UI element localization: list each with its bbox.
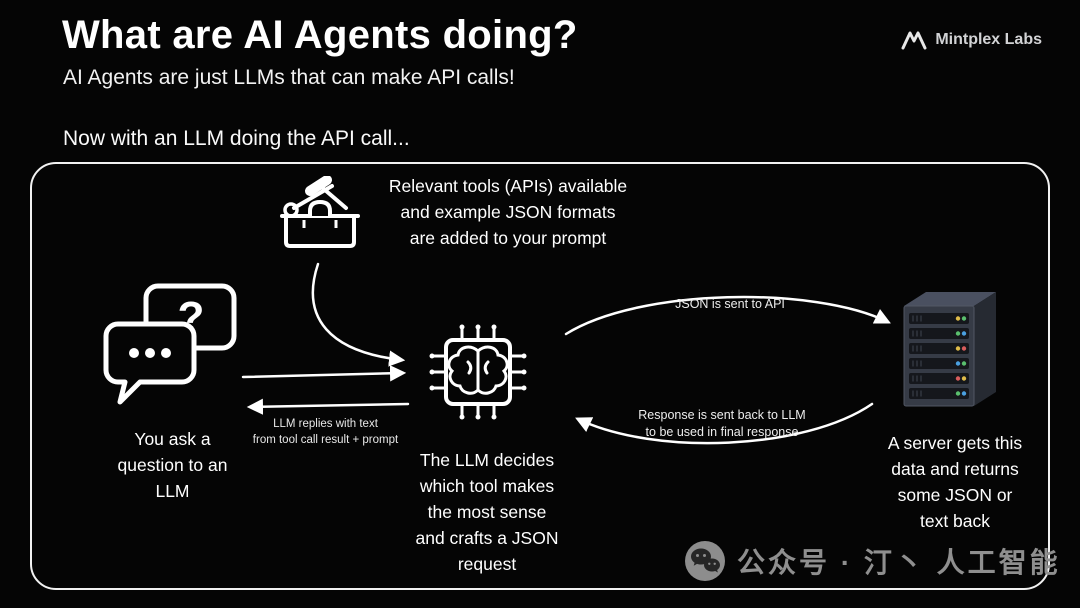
toolbox-icon [280,176,360,248]
page-subtitle: AI Agents are just LLMs that can make AP… [63,66,515,89]
chat-bubbles-icon: ? [103,283,237,405]
brand: Mintplex Labs [901,30,1042,50]
json-arrow-label: JSON is sent to API [675,297,785,311]
mintplex-logo-icon [901,31,927,50]
watermark: 公众号 · 汀丶 人工智能 [684,540,1061,582]
watermark-text: 公众号 · 汀丶 人工智能 [737,547,1061,578]
diagram-frame [30,162,1050,590]
wechat-icon [685,541,725,581]
user-caption: You ask a question to an LLM [117,429,228,501]
response-arrow-label: Response is sent back to LLM to be used … [638,408,806,439]
llm-caption: The LLM decides which tool makes the mos… [415,450,559,574]
reply-arrow-label: LLM replies with text from tool call res… [252,418,399,446]
server-caption: A server gets this data and returns some… [887,433,1023,531]
page-title: What are AI Agents doing? [62,13,578,57]
intro-line: Now with an LLM doing the API call... [63,127,410,150]
toolbox-note: Relevant tools (APIs) available and exam… [388,176,628,248]
server-rack-icon [903,292,996,407]
cpu-brain-icon [429,324,527,420]
brand-name: Mintplex Labs [935,31,1042,48]
